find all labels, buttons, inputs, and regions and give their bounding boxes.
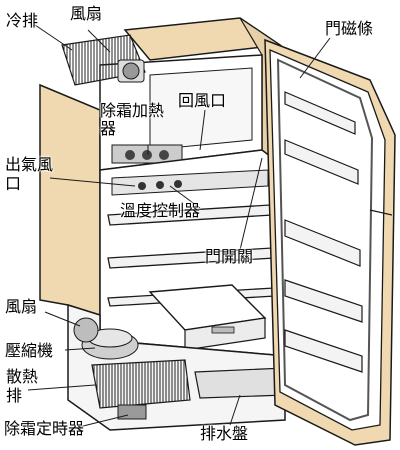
label-radiator-line1: 散熱	[6, 367, 39, 386]
label-compressor: 壓縮機	[5, 341, 54, 360]
label-temperature-control: 溫度控制器	[120, 201, 201, 220]
temperature-control-strip	[111, 169, 269, 196]
freezer-inner	[149, 67, 253, 151]
label-radiator-line2: 排	[6, 386, 23, 405]
open-door	[264, 38, 396, 446]
label-fan-bottom: 風扇	[5, 297, 38, 316]
label-door-switch: 門開關	[205, 247, 254, 266]
label-outlet-vent-line1: 出氣風	[5, 155, 54, 174]
label-outlet-vent-line2: 口	[5, 174, 22, 193]
label-condenser-top: 冷排	[6, 11, 39, 30]
label-fan-top: 風扇	[70, 4, 103, 23]
condenser-coil-top	[61, 34, 146, 86]
label-door-gasket: 門磁條	[325, 19, 374, 38]
label-defrost-heater: 除霜加熱器	[100, 101, 165, 138]
machinery-compartment	[67, 303, 286, 431]
label-defrost-timer: 除霜定時器	[4, 419, 85, 438]
crisper-drawer	[148, 284, 267, 351]
label-drain-pan: 排水盤	[200, 424, 249, 443]
leader-lines	[27, 24, 331, 429]
defrost-heater-unit	[111, 144, 183, 164]
label-return-vent: 回風口	[178, 91, 227, 110]
cabinet-left-side	[39, 83, 101, 317]
